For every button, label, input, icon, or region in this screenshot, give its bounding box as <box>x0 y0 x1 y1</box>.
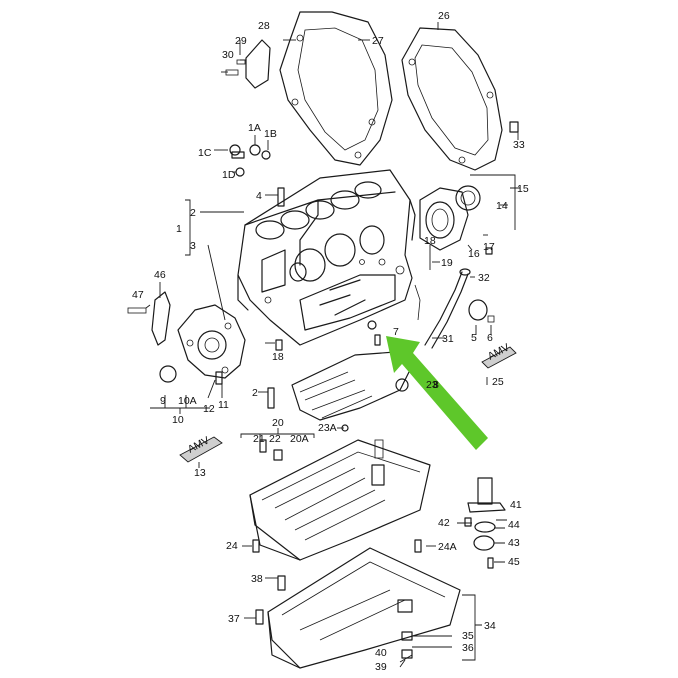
callout-29: 29 <box>235 35 247 47</box>
callout-5: 5 <box>471 332 477 344</box>
blanking-plug <box>468 299 495 323</box>
callout-20: 20 <box>272 417 284 429</box>
callout-25: 25 <box>492 376 504 388</box>
callout-1: 1 <box>176 223 182 235</box>
baffle-plate <box>291 351 411 421</box>
callout-26: 26 <box>438 10 450 22</box>
callout-37: 37 <box>228 613 240 625</box>
callout-13: 13 <box>194 467 206 479</box>
callout-42: 42 <box>438 517 450 529</box>
callout-1d: 1D <box>222 169 236 181</box>
callout-45: 45 <box>508 556 520 568</box>
callout-labels: 1 1A 1B 1C 1D 2 2 3 4 5 6 7 8 9 10 10A 1… <box>132 10 529 673</box>
callout-3: 3 <box>190 240 196 252</box>
callout-40: 40 <box>375 647 387 659</box>
callout-7: 7 <box>393 326 399 338</box>
callout-9: 9 <box>160 395 166 407</box>
callout-27: 27 <box>372 35 384 47</box>
front-seal-cover <box>225 39 271 89</box>
callout-4: 4 <box>256 190 262 202</box>
callout-11: 11 <box>218 399 229 411</box>
callout-19: 19 <box>441 257 453 269</box>
oil-sump-lower <box>267 547 461 669</box>
sealant-tube-13: AMV <box>179 434 223 463</box>
leader-lines <box>145 22 520 668</box>
callout-16: 16 <box>468 248 480 260</box>
callout-24: 24 <box>226 540 238 552</box>
callout-44: 44 <box>508 519 520 531</box>
oil-spray-jet-pipe <box>414 268 471 349</box>
callout-23: 23 <box>426 379 438 391</box>
fasteners <box>215 121 519 659</box>
callout-33: 33 <box>513 139 525 151</box>
callout-12: 12 <box>203 403 215 415</box>
callout-34: 34 <box>484 620 496 632</box>
callout-20a: 20A <box>290 433 309 445</box>
callout-38: 38 <box>251 573 263 585</box>
callout-2-top: 2 <box>190 207 196 219</box>
oil-pump <box>159 304 246 383</box>
callout-23a: 23A <box>318 422 337 434</box>
callout-36: 36 <box>462 642 474 654</box>
callout-32: 32 <box>478 272 490 284</box>
oil-level-sender <box>467 477 506 551</box>
callout-2-bottom: 2 <box>252 387 258 399</box>
rear-sealing-flange <box>279 11 393 166</box>
callout-30: 30 <box>222 49 234 61</box>
callout-17: 17 <box>483 241 495 253</box>
crankshaft-seal-flange <box>419 185 481 251</box>
highlight-arrow <box>386 336 488 450</box>
callout-39: 39 <box>375 661 387 673</box>
callout-1a: 1A <box>248 122 261 134</box>
callout-46: 46 <box>154 269 166 281</box>
callout-10a: 10A <box>178 395 197 407</box>
callout-28: 28 <box>258 20 270 32</box>
callout-15: 15 <box>517 183 529 195</box>
bracket <box>127 291 171 346</box>
callout-43: 43 <box>508 537 520 549</box>
callout-47: 47 <box>132 289 144 301</box>
callout-1b: 1B <box>264 128 277 140</box>
engine-block <box>237 169 416 346</box>
callout-18-top: 18 <box>424 235 436 247</box>
callout-21: 21 <box>253 433 265 445</box>
callout-24a: 24A <box>438 541 457 553</box>
intermediate-plate <box>401 27 503 171</box>
callout-14: 14 <box>496 200 508 212</box>
callout-41: 41 <box>510 499 522 511</box>
callout-8: 8 <box>433 379 439 391</box>
oil-sump-upper <box>249 439 431 561</box>
callout-10: 10 <box>172 414 184 426</box>
callout-1c: 1C <box>198 147 212 159</box>
callout-22: 22 <box>269 433 281 445</box>
callout-35: 35 <box>462 630 474 642</box>
sealant-tube-25: AMV <box>481 341 517 369</box>
callout-31: 31 <box>442 333 454 345</box>
callout-6: 6 <box>487 332 493 344</box>
callout-18-bottom: 18 <box>272 351 284 363</box>
